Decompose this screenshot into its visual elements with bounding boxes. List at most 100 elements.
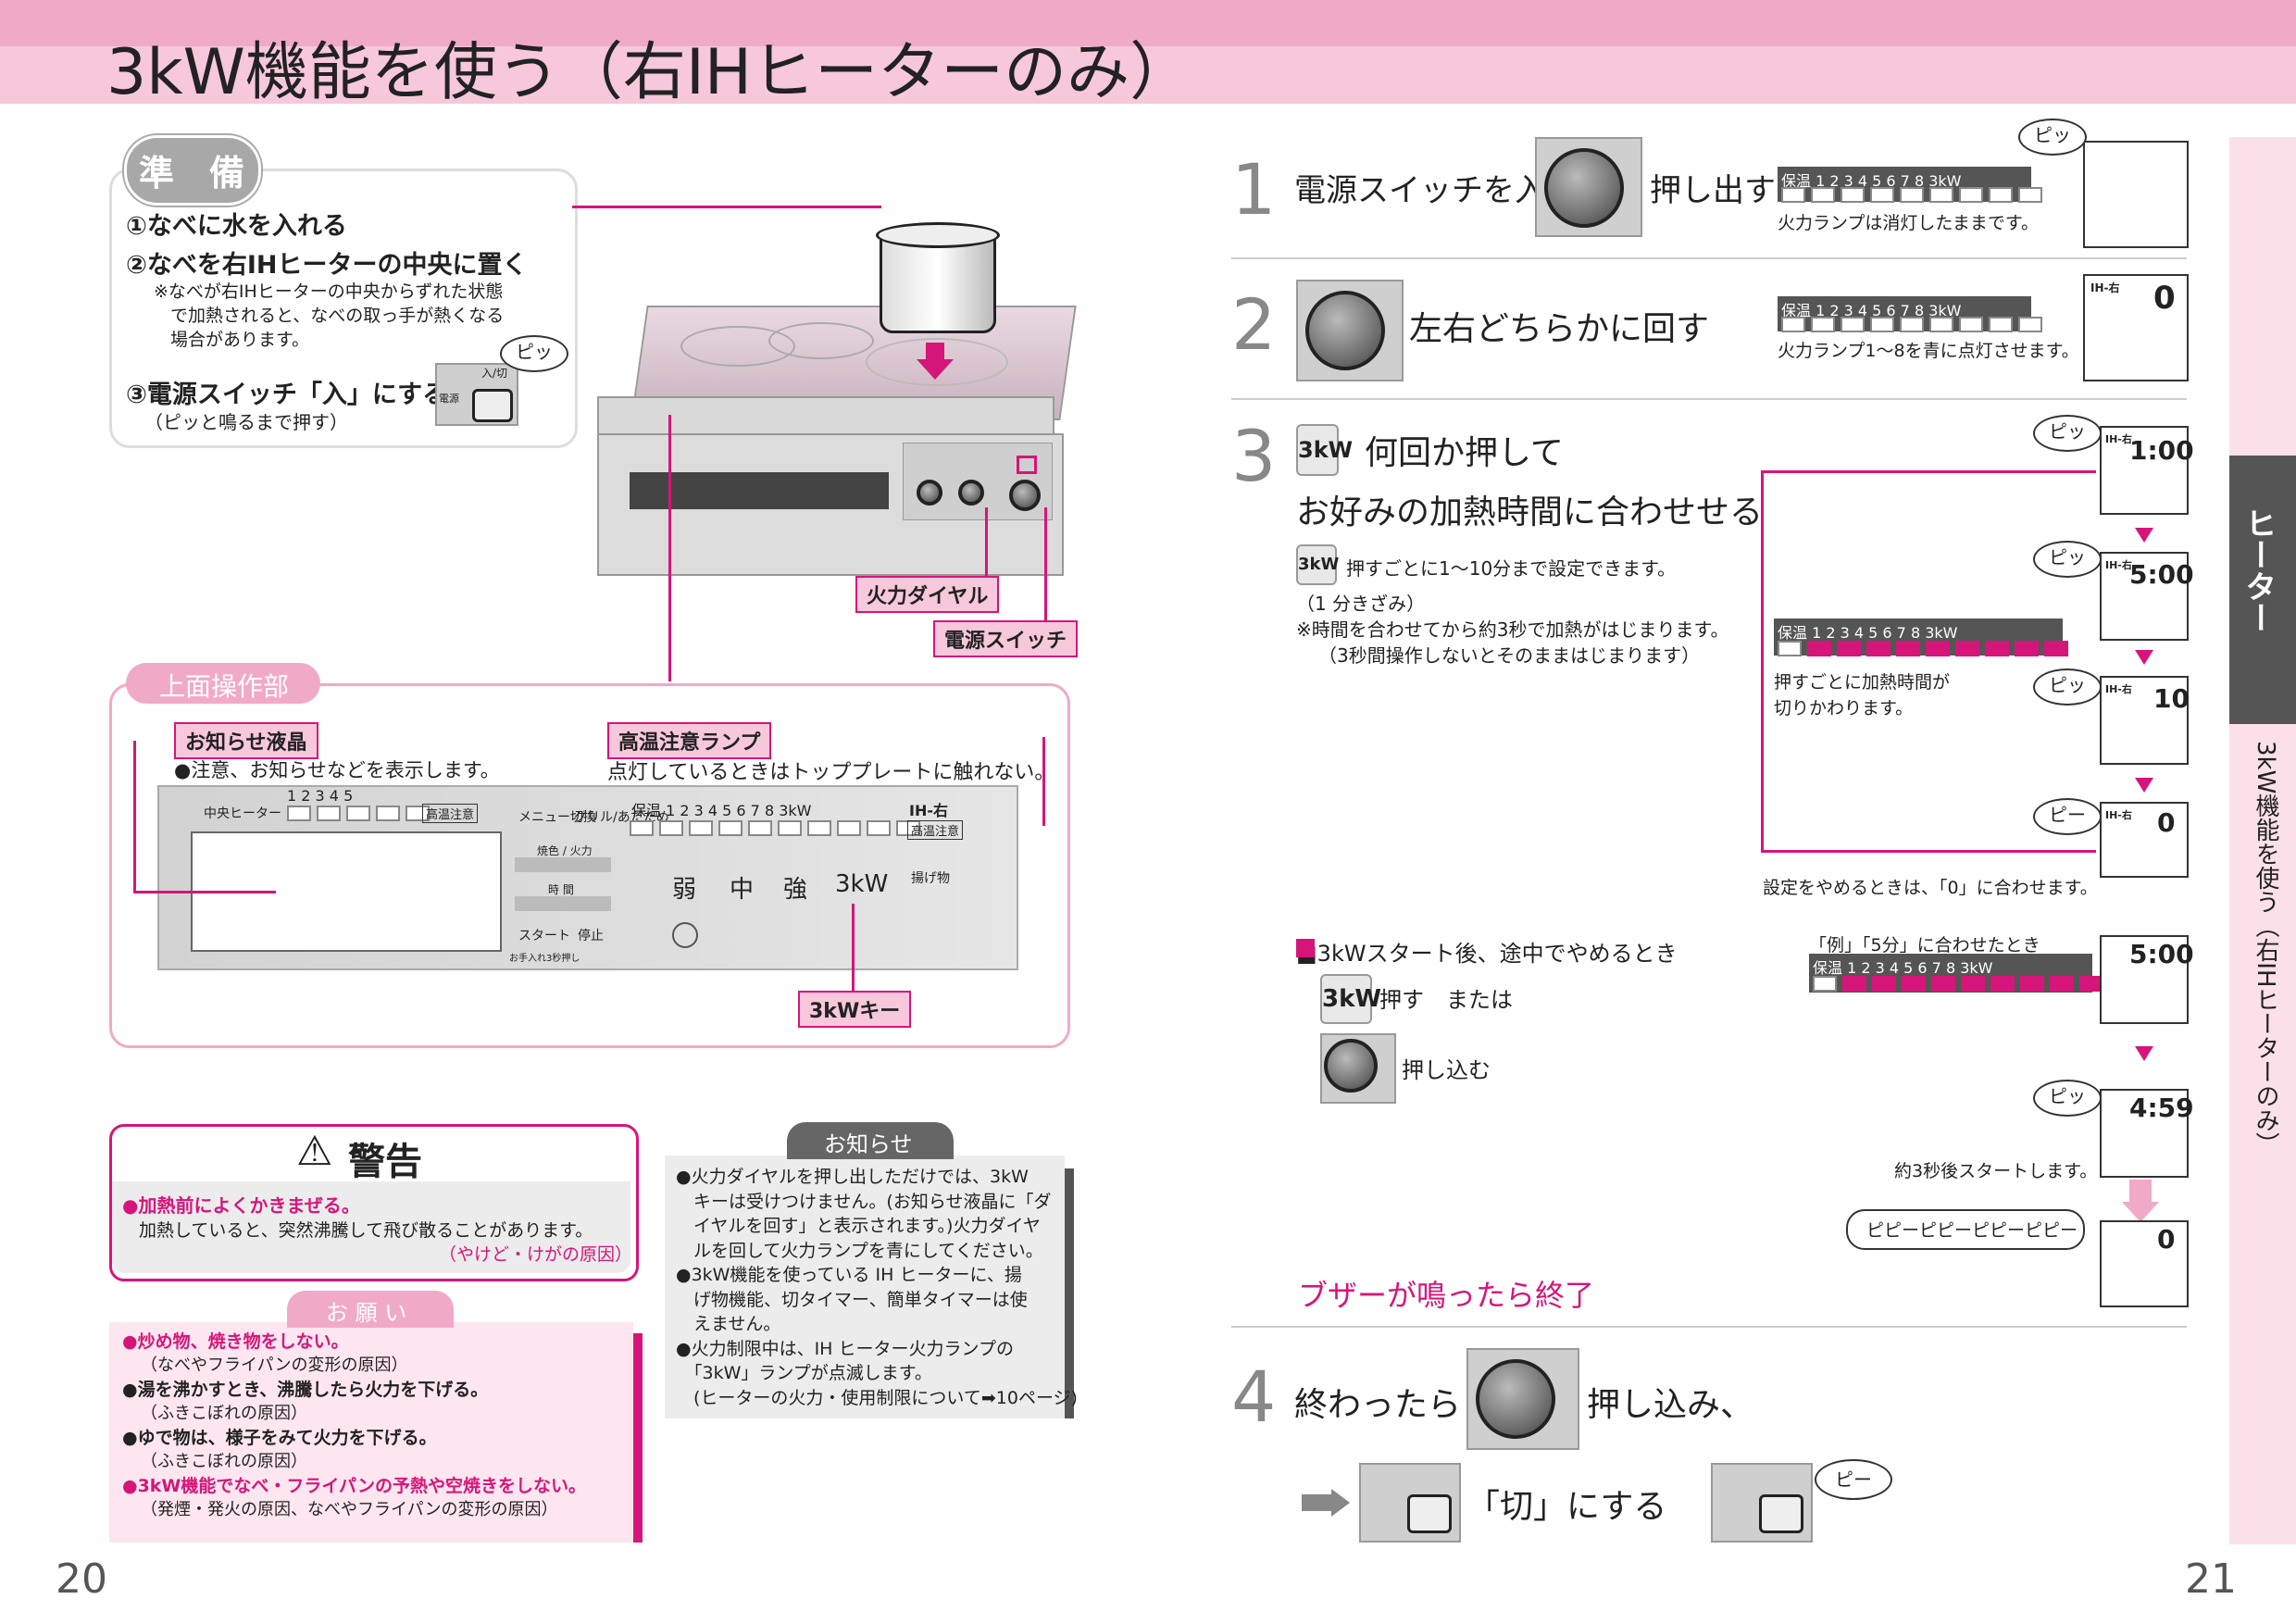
step4-text-c: 「切」にする bbox=[1466, 1488, 1667, 1526]
display-ih: IH-右 bbox=[2105, 559, 2132, 571]
switch-button-icon bbox=[472, 389, 513, 422]
time-buttons[interactable] bbox=[515, 896, 611, 911]
step3-note1: 押すごとに1～10分まで設定できます。 bbox=[1346, 557, 1677, 580]
warning-head: ●加熱前によくかきまぜる。 bbox=[122, 1194, 360, 1217]
timer-icon[interactable] bbox=[672, 922, 698, 948]
key-3kw-stop-icon: 3kW bbox=[1320, 974, 1381, 1024]
step3-note4: （3秒間操作しないとそのままはじまります） bbox=[1318, 644, 1701, 667]
step1-note: 火力ランプは消灯したままです。 bbox=[1778, 213, 2039, 233]
power-label: 電源スイッチ bbox=[933, 620, 1079, 657]
lamps-4 bbox=[1813, 976, 2109, 995]
side-tab-active bbox=[2229, 456, 2296, 724]
color-label: 焼色 / 火力 bbox=[537, 844, 593, 857]
display-ih: IH-右 bbox=[2105, 433, 2132, 445]
notice-line: えません。 bbox=[676, 1314, 781, 1334]
stop-button[interactable]: 停止 bbox=[578, 929, 604, 943]
notice-line: ●3kW機能を使っている IH ヒーターに、揚 bbox=[676, 1265, 1022, 1285]
lcd-desc: ●注意、お知らせなどを表示します。 bbox=[174, 759, 500, 781]
request-item-sub: （ふきこぼれの原因） bbox=[141, 1452, 307, 1471]
panel-ih-label: IH-右 bbox=[909, 802, 948, 819]
lcd-tag: お知らせ液晶 bbox=[174, 722, 318, 759]
lamp-tag: 高温注意ランプ bbox=[607, 722, 772, 759]
page-number-left: 20 bbox=[56, 1555, 107, 1603]
notice-line: ●火力制限中は、IH ヒーター火力ランプの bbox=[676, 1338, 1014, 1359]
step4-text-a: 終わったら bbox=[1294, 1386, 1462, 1424]
display-4b-value: 4:59 bbox=[2129, 1093, 2194, 1123]
notice-line: (ヒーターの火力・使用制限について➡10ページ) bbox=[676, 1387, 1078, 1408]
step4-number: 4 bbox=[1231, 1355, 1277, 1438]
prep-step1: ①なべに水を入れる bbox=[126, 212, 347, 241]
prep-badge-label: 準 備 bbox=[139, 153, 245, 194]
connector-line bbox=[572, 206, 881, 208]
btn-3kw[interactable]: 3kW bbox=[835, 870, 889, 898]
warning-title: 警告 bbox=[348, 1141, 422, 1183]
pi-text: ピッ bbox=[2034, 124, 2071, 146]
arrow-down-icon bbox=[2135, 528, 2153, 543]
step3-note2: （1 分きざみ） bbox=[1296, 593, 1426, 615]
care-label: お手入れ3秒押し bbox=[509, 954, 580, 964]
scale-3: 保温 1 2 3 4 5 6 7 8 3kW bbox=[1778, 624, 1958, 642]
step3-number: 3 bbox=[1231, 415, 1277, 497]
request-item-sub: （ふきこぼれの原因） bbox=[141, 1404, 307, 1423]
notice-line: ルを回して火力ランプを青にしてください。 bbox=[676, 1240, 1043, 1261]
notice-badge bbox=[787, 1122, 954, 1159]
start-button[interactable]: スタート bbox=[518, 929, 570, 943]
notice-list: ●火力ダイヤルを押し出しただけでは、3kW キーは受けつけません。(お知らせ液晶… bbox=[676, 1165, 1078, 1410]
scale-2: 保温 1 2 3 4 5 6 7 8 3kW bbox=[1781, 302, 1962, 319]
btn-strong[interactable]: 強 bbox=[783, 876, 808, 904]
pi-bubble-1: ピッ bbox=[2018, 119, 2087, 156]
display-ih: IH-右 bbox=[2105, 809, 2132, 821]
prep-note2-3: 場合があります。 bbox=[170, 330, 310, 350]
connector-line-3 bbox=[985, 507, 988, 589]
arrow-down-icon bbox=[2135, 650, 2153, 665]
lcd-pointer bbox=[133, 741, 136, 891]
lamps-3 bbox=[1778, 641, 2074, 660]
dial-icon-4 bbox=[1476, 1359, 1555, 1439]
scale-1: 保温 1 2 3 4 5 6 7 8 3kW bbox=[1781, 172, 1962, 190]
heater-center-ring bbox=[768, 322, 874, 359]
lamps-1 bbox=[1781, 187, 2048, 206]
center-nums: 1 2 3 4 5 bbox=[287, 787, 354, 805]
lamp-pointer bbox=[1042, 737, 1045, 826]
time-label: 時 間 bbox=[548, 883, 574, 896]
pi-bubble: ピッ bbox=[500, 335, 568, 372]
dial-illust bbox=[1009, 480, 1041, 511]
switch-button-icon bbox=[1759, 1494, 1803, 1533]
step3-note3: ※時間を合わせてから約3秒で加熱がはじまります。 bbox=[1296, 618, 1729, 641]
display-3d bbox=[2100, 802, 2189, 878]
request-item-head: ●3kW機能でなべ・フライパンの予熱や空焼きをしない。 bbox=[122, 1476, 586, 1496]
dial-icon-2 bbox=[1305, 291, 1385, 370]
key3kw-label: 3kWキー bbox=[798, 991, 912, 1028]
connector-line-2 bbox=[668, 415, 671, 681]
btn-medium[interactable]: 中 bbox=[730, 876, 755, 904]
side-tab-bg bbox=[2229, 137, 2296, 1544]
long-beep-text: ピピーピピーピピーピピー bbox=[1866, 1220, 2078, 1241]
panel-lamps bbox=[630, 820, 926, 840]
pi-bubble-3b: ピッ bbox=[2033, 541, 2102, 578]
color-arrows[interactable] bbox=[515, 857, 611, 872]
prep-box bbox=[109, 169, 578, 448]
pee-text: ピー bbox=[2049, 804, 2086, 826]
sw-side: 電源 bbox=[439, 393, 459, 405]
fry-button[interactable]: 揚げ物 bbox=[911, 871, 950, 886]
arrow-right-icon bbox=[1331, 1489, 1350, 1517]
display-4b bbox=[2100, 1089, 2189, 1178]
step2-number: 2 bbox=[1231, 283, 1277, 366]
pot-rim bbox=[876, 222, 1000, 248]
step3-note6: 切りかわります。 bbox=[1774, 698, 1914, 718]
side-tab-main: ヒーター bbox=[2240, 507, 2277, 633]
display-4a bbox=[2100, 935, 2189, 1024]
key-3kw-icon: 3kW bbox=[1296, 424, 1353, 476]
key-3kw-text: 3kW bbox=[1322, 985, 1382, 1013]
request-badge bbox=[287, 1291, 454, 1328]
request-list: ●炒め物、焼き物をしない。（なべやフライパンの変形の原因）●湯を沸かすとき、沸騰… bbox=[122, 1330, 631, 1522]
menu-button[interactable]: メニュー切換 bbox=[518, 810, 596, 825]
btn-weak[interactable]: 弱 bbox=[672, 876, 697, 904]
request-title: お 願 い bbox=[326, 1300, 407, 1326]
notice-box bbox=[665, 1156, 1065, 1418]
warning-icon: ⚠ bbox=[296, 1128, 333, 1175]
scale-4: 保温 1 2 3 4 5 6 7 8 3kW bbox=[1813, 959, 1993, 977]
lamps-2 bbox=[1781, 317, 2048, 336]
display-3c-value: 10 bbox=[2153, 683, 2190, 714]
warning-body-bg bbox=[112, 1181, 630, 1273]
